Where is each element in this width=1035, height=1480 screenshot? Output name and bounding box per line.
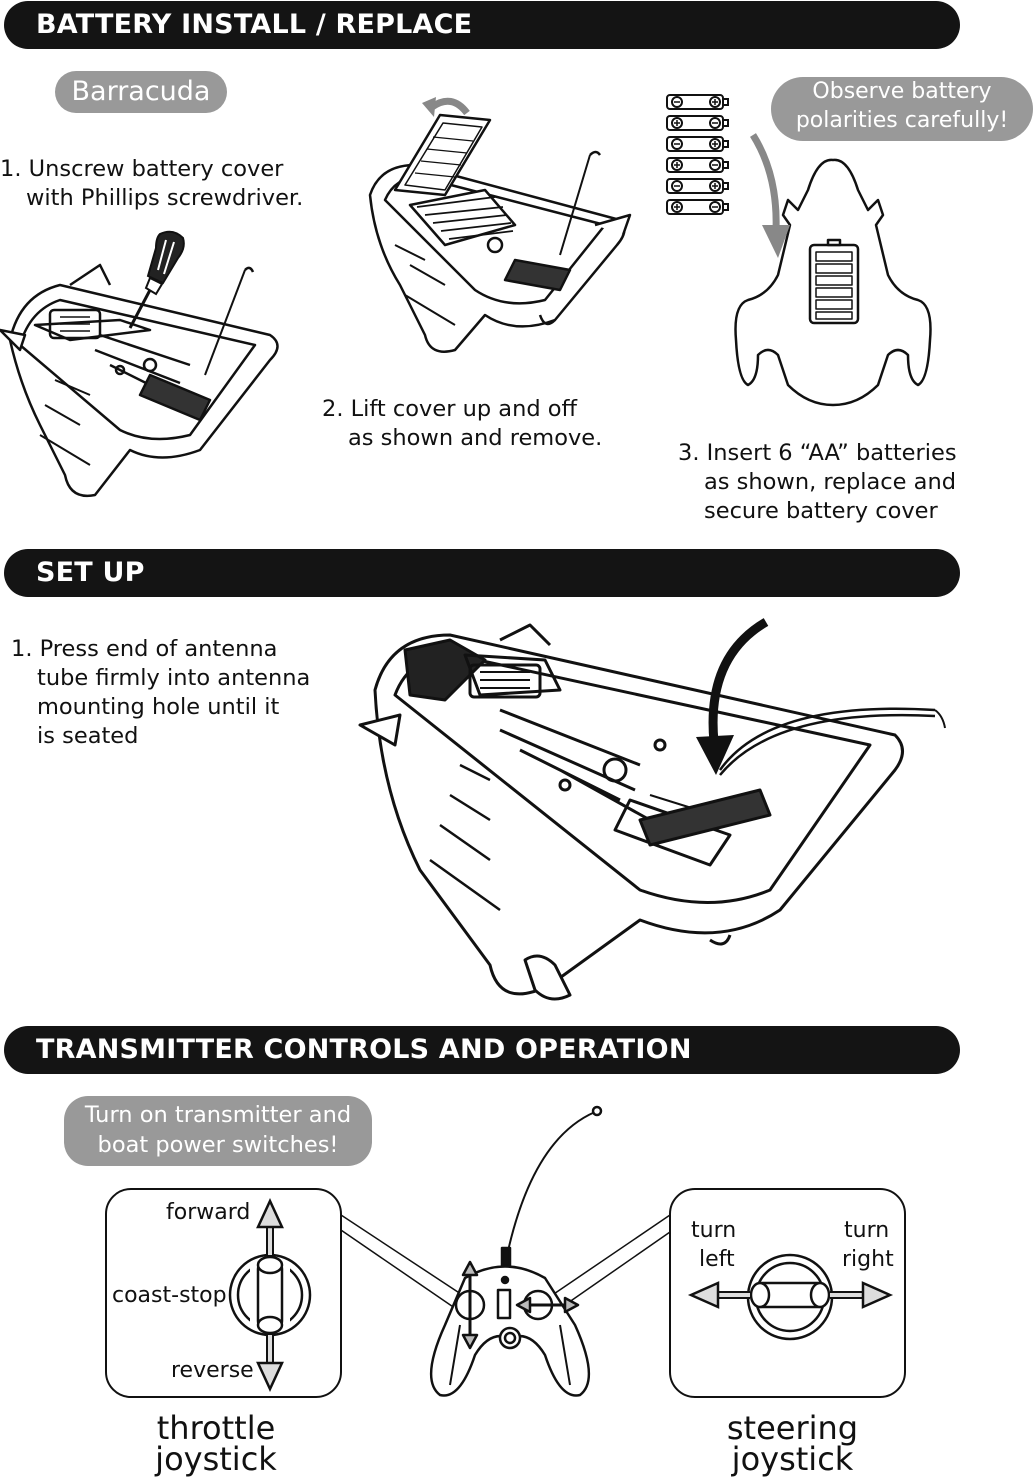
power-note-line-2: boat power switches! xyxy=(97,1132,339,1158)
steering-left-line-2: left xyxy=(699,1247,735,1272)
boat-illustration xyxy=(368,113,632,353)
boat-illustration xyxy=(0,263,279,498)
joystick-icon[interactable] xyxy=(225,1197,330,1392)
section-bar-battery: BATTERY INSTALL / REPLACE xyxy=(4,1,960,49)
battery-step-3-line-1: 3. Insert 6 “AA” batteries xyxy=(678,440,957,466)
steering-title-line-1: steering xyxy=(726,1409,859,1447)
battery-step-1-line-1: 1. Unscrew battery cover xyxy=(0,156,284,182)
setup-step-1-line-3: mounting hole until it xyxy=(37,694,280,720)
section-bar-transmitter: TRANSMITTER CONTROLS AND OPERATION xyxy=(4,1026,960,1074)
screwdriver-icon xyxy=(128,230,185,329)
throttle-title-line-2: joystick xyxy=(155,1440,277,1478)
battery-step-3-line-3: secure battery cover xyxy=(704,498,938,524)
battery-step-2-line-2: as shown and remove. xyxy=(348,425,603,451)
boat-illustration xyxy=(358,623,946,1001)
steering-joystick-title: steering joystick xyxy=(705,1409,880,1478)
steering-right-line-2: right xyxy=(842,1247,894,1272)
curved-arrow-icon xyxy=(422,97,470,117)
steering-left-label: turn left xyxy=(689,1216,736,1274)
power-note: Turn on transmitter and boat power switc… xyxy=(64,1096,372,1166)
battery-step-3: 3. Insert 6 “AA” batteries as shown, rep… xyxy=(678,439,957,526)
battery-icon xyxy=(666,94,729,215)
curved-arrow-icon xyxy=(696,618,769,775)
throttle-title-line-1: throttle xyxy=(156,1409,276,1447)
battery-step-1-line-2: with Phillips screwdriver. xyxy=(26,185,304,211)
setup-step-1-line-1: 1. Press end of antenna xyxy=(11,636,278,662)
model-badge: Barracuda xyxy=(55,71,227,113)
steering-right-line-1: turn xyxy=(844,1218,890,1243)
battery-step-1: 1. Unscrew battery cover with Phillips s… xyxy=(0,155,303,213)
setup-step-1: 1. Press end of antenna tube firmly into… xyxy=(11,635,310,751)
section-bar-setup: SET UP xyxy=(4,549,960,597)
boat-illustration xyxy=(734,158,932,407)
battery-step-2-line-1: 2. Lift cover up and off xyxy=(322,396,578,422)
setup-step-1-line-2: tube firmly into antenna xyxy=(37,665,311,691)
steering-left-line-1: turn xyxy=(691,1218,737,1243)
throttle-coast-stop-label: coast-stop xyxy=(112,1283,227,1308)
transmitter-icon[interactable] xyxy=(410,1100,615,1405)
battery-step-3-line-2: as shown, replace and xyxy=(704,469,956,495)
throttle-forward-label: forward xyxy=(166,1200,251,1225)
polarity-note-line-2: polarities carefully! xyxy=(795,108,1009,133)
polarity-note-line-1: Observe battery xyxy=(812,79,992,104)
curved-arrow-icon xyxy=(750,133,790,258)
battery-step-2: 2. Lift cover up and off as shown and re… xyxy=(322,395,602,453)
polarity-note: Observe battery polarities carefully! xyxy=(771,77,1033,141)
joystick-icon[interactable] xyxy=(687,1240,894,1350)
throttle-reverse-label: reverse xyxy=(171,1358,254,1383)
steering-right-label: turn right xyxy=(842,1216,894,1274)
setup-step-1-line-4: is seated xyxy=(37,723,139,749)
power-note-line-1: Turn on transmitter and xyxy=(84,1102,352,1128)
steering-title-line-2: joystick xyxy=(731,1440,854,1478)
throttle-joystick-title: throttle joystick xyxy=(136,1409,296,1478)
